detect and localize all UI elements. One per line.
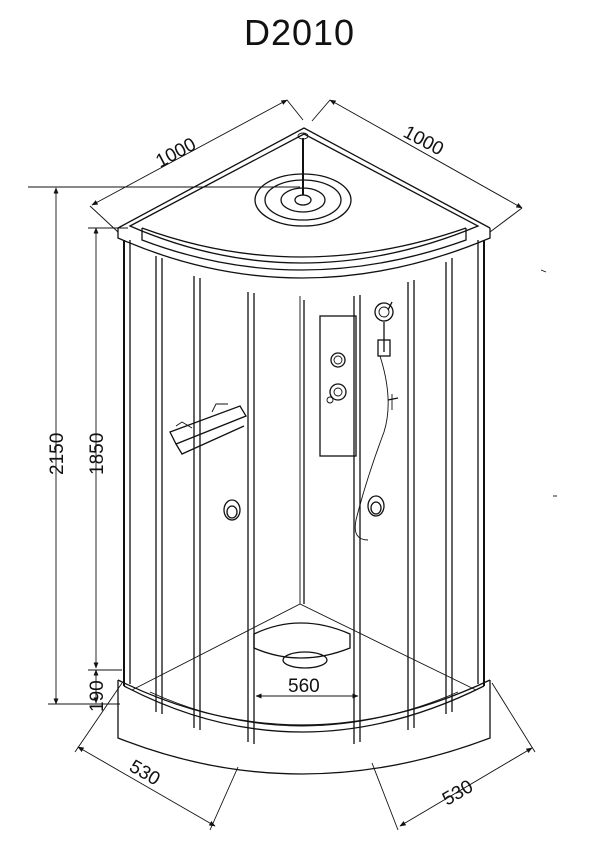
dim-top-left-label: 1000 [152, 134, 199, 172]
control-panel [319, 315, 357, 457]
hand-shower-head-icon[interactable] [374, 302, 394, 322]
dim-tray-height-label: 190 [87, 680, 108, 712]
cabin-frame [123, 240, 485, 744]
ceiling-rain-shower-icon [294, 194, 312, 206]
dimension-top-right: 1000 [311, 99, 523, 233]
dimension-base-right: 530 [371, 682, 536, 831]
dimension-tray-height: 190 [87, 669, 122, 712]
edge-marks [540, 269, 557, 497]
model-title: D2010 [243, 12, 356, 53]
hand-shower [354, 301, 399, 541]
door-handle-left[interactable] [223, 499, 241, 521]
dimension-total-height: 2150 [28, 186, 300, 705]
dim-top-right-label: 1000 [400, 122, 447, 160]
dim-base-right-label: 530 [439, 776, 477, 810]
drain-icon [282, 651, 328, 669]
diverter-knob-icon[interactable] [329, 383, 347, 401]
roof [117, 127, 491, 279]
door-handle-right[interactable] [367, 495, 385, 517]
dimension-top-left: 1000 [89, 99, 304, 233]
dimension-cabin-height: 1850 [87, 227, 128, 669]
dimension-drain: 560 [255, 676, 359, 699]
mixer-knob-icon[interactable] [330, 352, 346, 368]
dim-drain-label: 560 [288, 676, 320, 697]
dim-base-left-label: 530 [126, 756, 164, 790]
dim-total-height-label: 2150 [47, 433, 68, 475]
dim-cabin-height-label: 1850 [87, 433, 108, 475]
soap-shelf [169, 403, 247, 455]
shower-tray [117, 296, 491, 775]
